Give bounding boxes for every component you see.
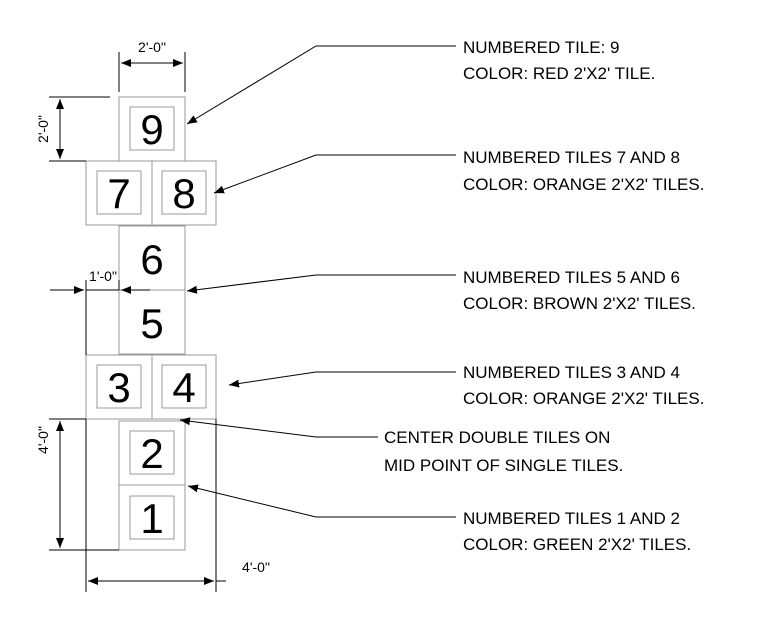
dimension-top-width-label: 2'-0" xyxy=(138,39,166,55)
note-tiles-3-4-line-1: NUMBERED TILES 3 AND 4 xyxy=(463,363,680,382)
note-tile-9-line-2: COLOR: RED 2'X2' TILE. xyxy=(463,64,655,83)
dimension-offset xyxy=(50,280,150,355)
tile-7: 7 xyxy=(85,160,153,226)
note-tiles-1-2: NUMBERED TILES 1 AND 2 COLOR: GREEN 2'X2… xyxy=(463,509,691,554)
dimension-offset-label: 1'-0" xyxy=(89,268,117,284)
note-tiles-3-4-line-2: COLOR: ORANGE 2'X2' TILES. xyxy=(463,389,704,408)
note-tiles-5-6-line-1: NUMBERED TILES 5 AND 6 xyxy=(463,268,680,287)
note-tiles-1-2-line-1: NUMBERED TILES 1 AND 2 xyxy=(463,509,680,528)
note-center-line-1: CENTER DOUBLE TILES ON xyxy=(384,428,610,447)
leader-34 xyxy=(228,371,456,388)
dimension-left-height-label: 2'-0" xyxy=(35,115,51,143)
tile-2-number: 2 xyxy=(140,430,163,477)
leader-56 xyxy=(186,274,456,294)
tile-6: 6 xyxy=(118,225,186,291)
dimension-top-width xyxy=(118,52,186,92)
tile-7-number: 7 xyxy=(107,170,130,217)
note-tiles-1-2-line-2: COLOR: GREEN 2'X2' TILES. xyxy=(463,535,691,554)
dimension-bottom-width-label: 4'-0" xyxy=(242,559,270,575)
note-tiles-7-8: NUMBERED TILES 7 AND 8 COLOR: ORANGE 2'X… xyxy=(463,148,704,194)
note-tiles-5-6: NUMBERED TILES 5 AND 6 COLOR: BROWN 2'X2… xyxy=(463,268,696,313)
tile-8-number: 8 xyxy=(172,170,195,217)
dimension-left-height xyxy=(49,96,110,162)
tile-3: 3 xyxy=(85,354,153,420)
note-tiles-7-8-line-2: COLOR: ORANGE 2'X2' TILES. xyxy=(463,175,704,194)
note-tile-9: NUMBERED TILE: 9 COLOR: RED 2'X2' TILE. xyxy=(463,38,655,83)
tile-5-number: 5 xyxy=(140,300,163,347)
dimension-bottom-height xyxy=(49,418,119,551)
dimension-bottom-width xyxy=(85,419,226,592)
tile-9: 9 xyxy=(118,96,186,162)
tile-9-number: 9 xyxy=(140,106,163,153)
leader-12 xyxy=(187,484,456,518)
dimension-bottom-height-label: 4'-0" xyxy=(35,426,51,454)
note-tiles-5-6-line-2: COLOR: BROWN 2'X2' TILES. xyxy=(463,294,696,313)
tile-5: 5 xyxy=(118,289,186,355)
note-center-line-2: MID POINT OF SINGLE TILES. xyxy=(384,456,623,475)
note-center-double-tiles: CENTER DOUBLE TILES ON MID POINT OF SING… xyxy=(384,428,623,475)
note-tiles-3-4: NUMBERED TILES 3 AND 4 COLOR: ORANGE 2'X… xyxy=(463,363,704,408)
note-tile-9-line-1: NUMBERED TILE: 9 xyxy=(463,38,620,57)
leader-9 xyxy=(186,45,456,125)
note-tiles-7-8-line-1: NUMBERED TILES 7 AND 8 xyxy=(463,148,680,167)
leader-center xyxy=(179,417,378,438)
tile-2: 2 xyxy=(118,420,186,486)
tile-4-number: 4 xyxy=(172,364,195,411)
tile-6-number: 6 xyxy=(140,236,163,283)
tile-4: 4 xyxy=(151,354,217,420)
tile-1-number: 1 xyxy=(140,495,163,542)
leader-78 xyxy=(213,154,456,194)
tile-3-number: 3 xyxy=(107,364,130,411)
tile-8: 8 xyxy=(151,160,217,226)
tile-1: 1 xyxy=(118,484,186,551)
